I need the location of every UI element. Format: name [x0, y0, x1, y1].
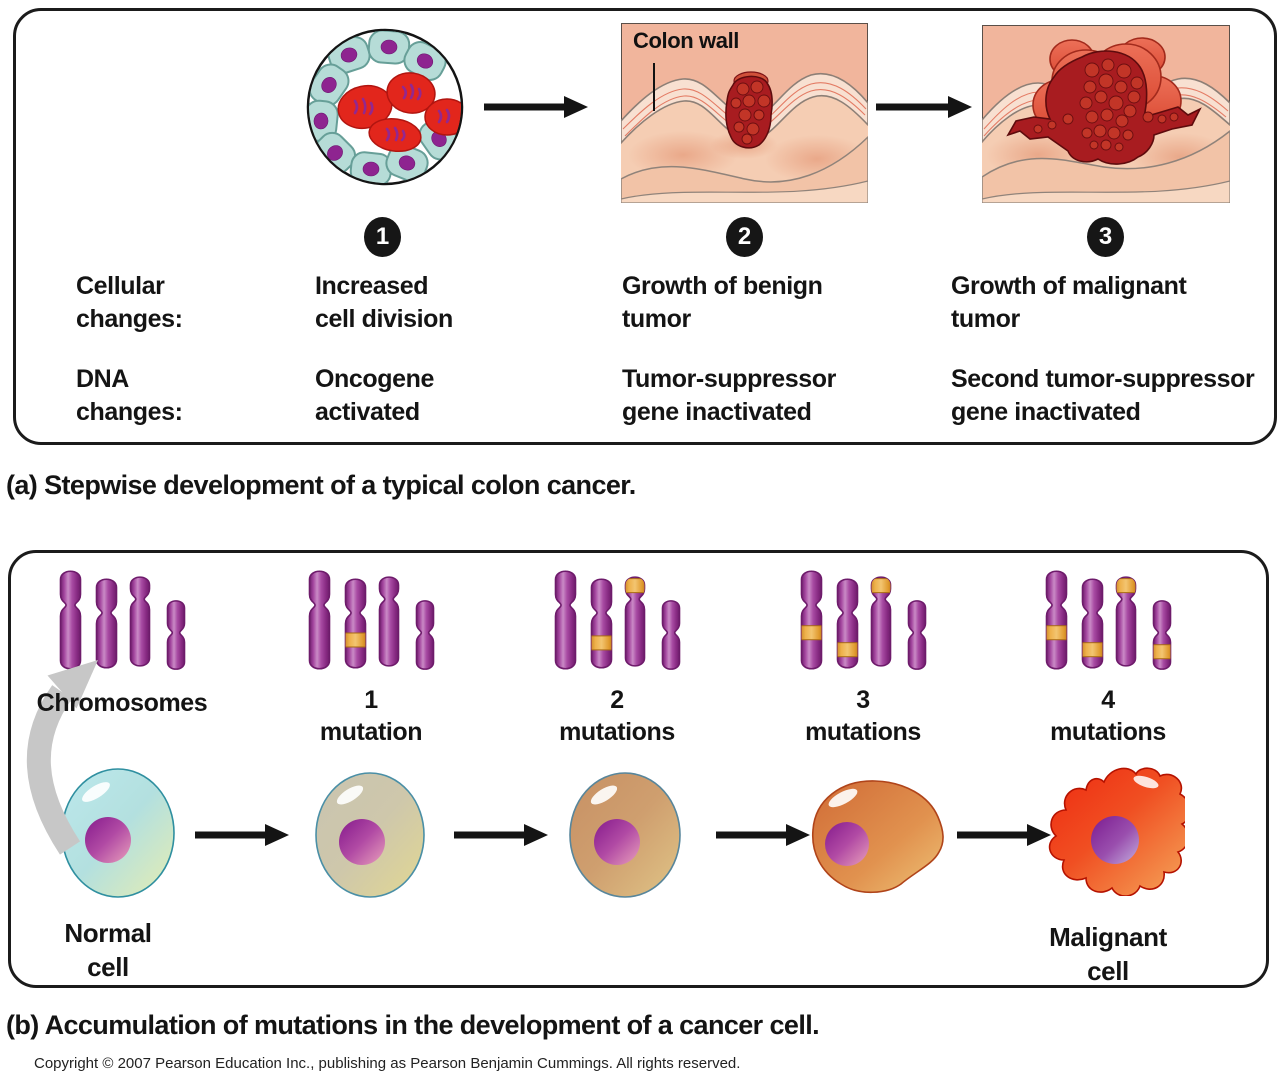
dividing-red-cells [337, 72, 461, 153]
chromosome [415, 600, 435, 670]
step-2-cellular-change: Growth of benign tumor [622, 272, 823, 333]
chromosome-group-2 [554, 564, 681, 674]
step-3-cellular-change: Growth of malignant tumor [951, 272, 1187, 333]
row-header-dna-changes: DNA changes: [76, 365, 183, 426]
chromosome-group-1 [308, 564, 435, 674]
mutation-count-label-2: 2 mutations [559, 686, 675, 746]
nucleus [825, 822, 869, 866]
arrow-cell-3-4 [716, 824, 810, 846]
chromosome-group-3 [800, 564, 927, 674]
chromosome [836, 578, 859, 669]
mitotic-chromosomes [353, 83, 451, 142]
benign-tumor [725, 71, 773, 149]
cell-gloss [82, 782, 110, 802]
nucleus [594, 819, 640, 865]
cell-gloss [1133, 775, 1159, 789]
chromosome [1152, 600, 1172, 670]
copyright-notice: Copyright © 2007 Pearson Education Inc.,… [34, 1055, 741, 1072]
step-3-dna-change: Second tumor-suppressor gene inactivated [951, 365, 1255, 426]
arrow-step2-to-step3 [876, 96, 972, 118]
mutation-band [1046, 625, 1067, 641]
mutation-band [801, 625, 822, 641]
chromosome [344, 578, 367, 669]
colon-wall-band [621, 72, 868, 145]
step-3-number: 3 [1098, 223, 1113, 250]
chromosome [661, 600, 681, 670]
colon-fold-lower [982, 130, 1230, 203]
mutation-band [1082, 642, 1103, 658]
chromosome-group-0 [59, 564, 186, 674]
nucleus [1091, 816, 1139, 864]
chromosome [95, 578, 118, 669]
cell-micrograph [306, 28, 464, 186]
nucleus [85, 817, 131, 863]
colon-fold-bottom [982, 180, 1230, 203]
normal-cell [61, 768, 175, 898]
panel-b-caption: (b) Accumulation of mutations in the dev… [6, 1010, 820, 1040]
cell-3-mutations [811, 780, 944, 894]
step-1-cellular-change: Increased cell division [315, 272, 453, 333]
chromosome [59, 570, 82, 670]
colon-wall-illustration-benign [621, 23, 868, 203]
malignant-tumor-panel [982, 25, 1230, 203]
chromosome [129, 576, 151, 667]
step-1-number: 1 [375, 223, 390, 250]
normal-cell-label: Normal cell [64, 918, 152, 982]
chromosome [907, 600, 927, 670]
chromosome-group-4 [1045, 564, 1172, 674]
benign-tumor-panel: Colon wall [621, 23, 868, 203]
mutation-band [871, 578, 891, 594]
malignant-cell-label: Malignant cell [1049, 922, 1167, 986]
cell-2-mutations [569, 772, 681, 898]
chromosome [590, 578, 613, 669]
colon-fold-lower [621, 135, 868, 203]
chromosome [554, 570, 577, 670]
chromosome [1115, 576, 1137, 667]
chromosome [1081, 578, 1104, 669]
chromosome [800, 570, 823, 670]
arrow-cell-4-5 [957, 824, 1051, 846]
mutation-band [1116, 578, 1136, 594]
malignant-tumor [1006, 37, 1202, 165]
chromosomes-label: Chromosomes [36, 689, 208, 717]
chromosome [308, 570, 331, 670]
mutation-count-label-3: 3 mutations [805, 686, 921, 746]
mutation-band [625, 578, 645, 594]
chromosome [378, 576, 400, 667]
cell-gloss [590, 785, 618, 805]
colon-fold-bottom [621, 180, 868, 203]
step-1-badge: 1 [364, 217, 401, 257]
mutation-band [1153, 644, 1171, 660]
step-2-number: 2 [737, 223, 752, 250]
row-header-cellular-changes: Cellular changes: [76, 272, 183, 333]
chromosome [624, 576, 646, 667]
panel-a-caption: (a) Stepwise development of a typical co… [6, 470, 636, 500]
cell-to-chromosomes-arrow [26, 660, 98, 855]
colon-wall-illustration-malignant [982, 25, 1230, 203]
mutation-band [345, 632, 366, 648]
cell-gloss [336, 785, 364, 805]
arrow-cell-1-2 [195, 824, 289, 846]
chromosome [1045, 570, 1068, 670]
arrow-step1-to-step2 [484, 96, 588, 118]
mutation-band [591, 635, 612, 651]
chromosome [870, 576, 892, 667]
arrow-cell-2-3 [454, 824, 548, 846]
mutation-count-label-4: 4 mutations [1050, 686, 1166, 746]
mutation-band [837, 642, 858, 658]
cell-gloss [828, 788, 858, 808]
nucleus [339, 819, 385, 865]
malignant-cell [1048, 767, 1185, 896]
chromosome [166, 600, 186, 670]
step-2-badge: 2 [726, 217, 763, 257]
cell-1-mutation [315, 772, 425, 898]
step-3-badge: 3 [1087, 217, 1124, 257]
colon-wall-label: Colon wall [633, 28, 740, 53]
mutation-count-label-1: 1 mutation [319, 686, 423, 746]
step-1-dna-change: Oncogene activated [315, 365, 435, 426]
step-2-dna-change: Tumor-suppressor gene inactivated [622, 365, 836, 426]
